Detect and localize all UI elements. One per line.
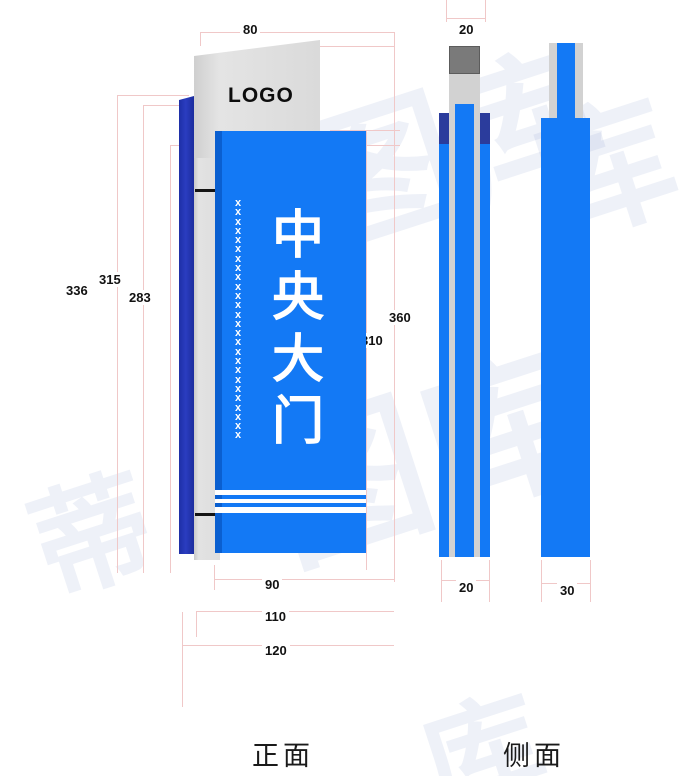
dim-tick-side-top-right bbox=[485, 0, 486, 22]
logo-label: LOGO bbox=[228, 84, 294, 107]
dim-tick-120-left bbox=[182, 612, 183, 707]
hinge-mark-lower bbox=[195, 513, 220, 516]
caption-side-view: 侧面 bbox=[503, 741, 565, 772]
sign-title-char-4: 门 bbox=[271, 393, 324, 451]
side-view-navy-cap-left bbox=[439, 113, 449, 144]
dim-line-283 bbox=[170, 145, 171, 573]
accent-stripe-3 bbox=[215, 507, 366, 513]
dim-tick-top-left bbox=[200, 32, 201, 46]
side-view-dark-cap bbox=[449, 46, 480, 74]
dim-tick-side-bottom-right bbox=[489, 560, 490, 602]
dim-line-310 bbox=[366, 130, 367, 570]
dim-label-110: 110 bbox=[262, 609, 289, 624]
dim-label-315: 315 bbox=[96, 272, 124, 287]
side-view2-neck-blue bbox=[557, 43, 575, 118]
dim-tick-90-left bbox=[214, 565, 215, 590]
dim-label-80: 80 bbox=[240, 22, 261, 37]
dim-line-315 bbox=[143, 105, 144, 573]
dim-line-336 bbox=[117, 95, 118, 573]
dim-tick-side2-bottom-left bbox=[541, 560, 542, 602]
caption-front-view: 正面 bbox=[252, 741, 314, 772]
dim-leader-310-top bbox=[330, 130, 400, 131]
dim-line-top-80 bbox=[200, 32, 395, 33]
dim-extension-right-outer bbox=[394, 40, 395, 570]
side-view2-gray-neck-right bbox=[575, 43, 583, 118]
sign-face-left-edge bbox=[215, 131, 222, 553]
dim-tick-side2-bottom-right bbox=[590, 560, 591, 602]
sign-face bbox=[222, 131, 366, 553]
dim-tick-side-top-left bbox=[446, 0, 447, 22]
dim-label-side2-bottom-30: 30 bbox=[557, 583, 578, 598]
watermark-mark-5: 库 bbox=[513, 78, 695, 270]
dim-tick-90-right bbox=[394, 570, 395, 582]
decorative-x-pattern: x x x x x x x x x x x x x x x x x x x x … bbox=[234, 199, 242, 442]
dim-tick-110-left bbox=[196, 611, 197, 637]
hinge-mark-upper bbox=[195, 189, 220, 192]
side-view-strip-right bbox=[480, 144, 490, 557]
accent-stripe-2 bbox=[215, 499, 366, 503]
side-view-gap-left bbox=[449, 114, 455, 557]
dim-leader-right-top bbox=[300, 46, 395, 47]
dim-leader-336 bbox=[117, 95, 189, 96]
side-view-navy-cap-right bbox=[480, 113, 490, 144]
dim-label-side-top-20: 20 bbox=[456, 22, 477, 37]
watermark-mark-3: 蒂 bbox=[15, 456, 172, 620]
side-view-strip-left bbox=[439, 144, 449, 557]
sign-title-char-3: 大 bbox=[271, 331, 324, 389]
sign-title-char-2: 央 bbox=[271, 269, 324, 327]
dim-label-120: 120 bbox=[262, 643, 290, 658]
side-view-gap-right bbox=[474, 114, 480, 557]
dim-line-90 bbox=[214, 579, 394, 580]
dim-tick-top-right bbox=[394, 32, 395, 46]
sign-title-text: 中 央 大 门 bbox=[262, 205, 334, 453]
side-view2-gray-neck-left bbox=[549, 43, 557, 118]
dim-label-360: 360 bbox=[386, 310, 414, 325]
dim-tick-side-bottom-left bbox=[441, 560, 442, 602]
dim-label-283: 283 bbox=[126, 290, 154, 305]
pylon-back-slab bbox=[179, 96, 194, 554]
accent-stripe-1 bbox=[215, 490, 366, 495]
side-view2-body bbox=[541, 118, 590, 557]
dim-label-90: 90 bbox=[262, 577, 283, 592]
side-view-strip-center bbox=[455, 104, 474, 557]
dim-line-side-top-20 bbox=[446, 18, 485, 19]
dim-line-110 bbox=[196, 611, 394, 612]
sign-title-char-1: 中 bbox=[271, 207, 324, 265]
dim-label-side-bottom-20: 20 bbox=[456, 580, 477, 595]
dim-label-336: 336 bbox=[63, 283, 91, 298]
